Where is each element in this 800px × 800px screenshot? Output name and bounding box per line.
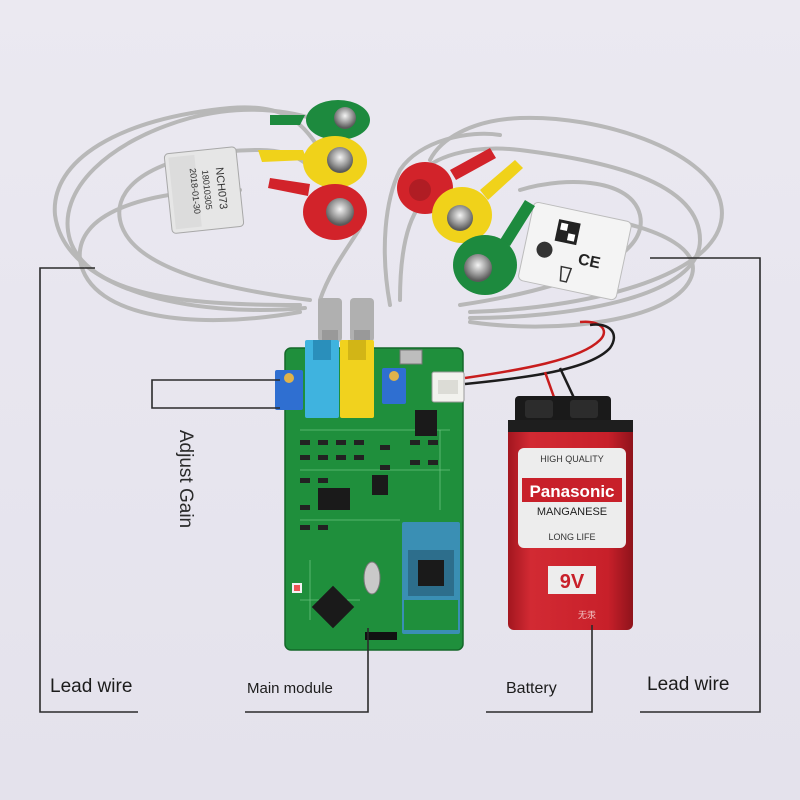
serial-label-tag: NCH073 18010305 2018-01-30 [163, 146, 245, 234]
regulator-chip [415, 410, 437, 436]
gain-trimmer-right [382, 368, 406, 404]
ce-mark: CE [576, 251, 602, 272]
audio-jack-blue [305, 340, 339, 418]
header-pins [365, 632, 397, 640]
cable-plug-right [350, 298, 374, 344]
tag-line-2: 18010305 [200, 169, 214, 210]
battery-voltage: 9V [560, 571, 585, 593]
electrode-green-right [453, 200, 535, 295]
bluetooth-module [402, 522, 460, 634]
electrode-yellow-right [432, 160, 523, 243]
battery-wires [464, 320, 616, 401]
audio-jack-yellow [340, 340, 374, 418]
battery-9v: HIGH QUALITY Panasonic MANGANESE LONG LI… [508, 396, 633, 630]
crystal-oscillator [363, 561, 381, 595]
gain-trimmer-left [275, 370, 303, 410]
cable-plug-left [318, 298, 342, 344]
recycle-icon [536, 241, 553, 258]
lead-wire-left-label: Lead wire [50, 676, 133, 697]
qr-code-icon [554, 219, 581, 246]
lead-wire-right-label: Lead wire [647, 674, 730, 695]
adjust-gain-label: Adjust Gain [175, 429, 197, 529]
battery-label: Battery [506, 680, 557, 697]
battery-top-text: HIGH QUALITY [540, 454, 604, 464]
electrode-green-left [270, 100, 370, 140]
main-module-label: Main module [247, 680, 333, 697]
op-amp-chip-1 [318, 488, 350, 510]
power-switch [399, 349, 423, 365]
weee-bin-icon [559, 265, 573, 283]
tag-line-1: NCH073 [213, 167, 229, 210]
callout-lines [39, 257, 761, 713]
lead-wire-cables [52, 105, 724, 329]
battery-chinese-text: 无汞 [578, 610, 596, 621]
main-module-pcb [275, 340, 465, 651]
electrode-red-left [268, 178, 367, 240]
battery-type: MANGANESE [537, 506, 607, 518]
tag-line-3: 2018-01-30 [188, 168, 203, 215]
electrode-yellow-left [258, 136, 367, 188]
power-connector [431, 371, 465, 403]
ce-label-tag: CE [518, 201, 632, 301]
op-amp-chip-2 [372, 475, 388, 495]
battery-brand: Panasonic [529, 482, 614, 501]
battery-bottom-text: LONG LIFE [548, 532, 595, 542]
